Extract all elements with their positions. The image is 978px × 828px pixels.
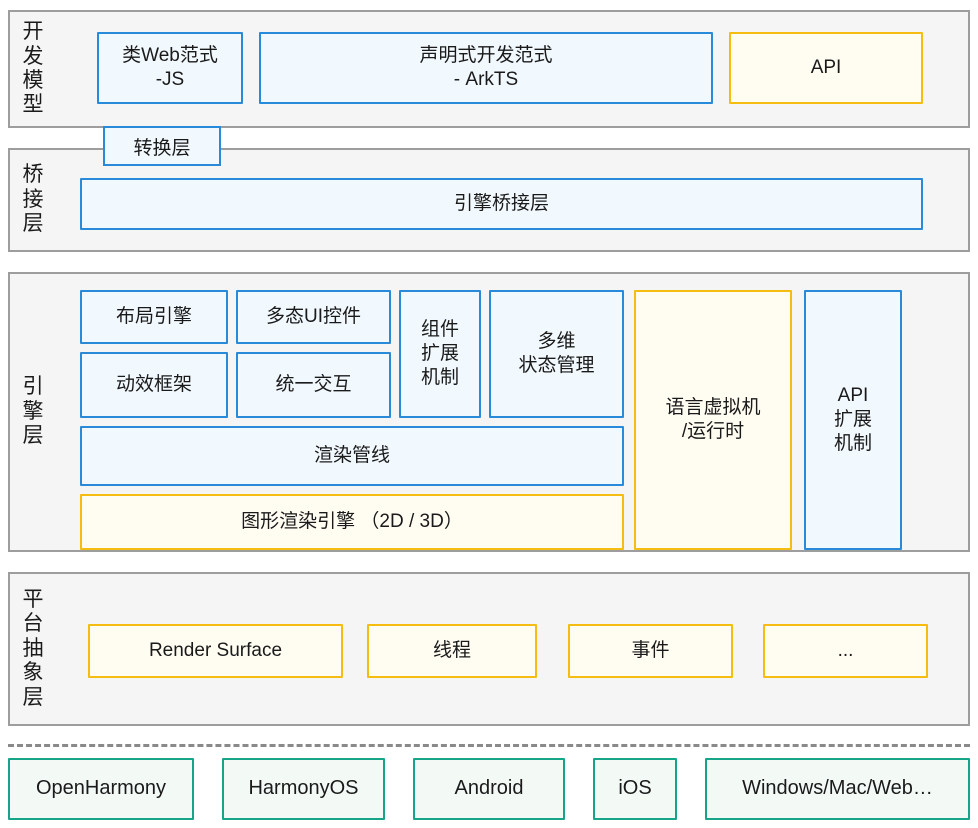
band-engine: 引 擎 层 布局引擎 多态UI控件 组件 扩展 机制 多维 状态管理 动效框架 … — [8, 272, 970, 552]
node-engine-bridge-layer[interactable]: 引擎桥接层 — [80, 178, 923, 230]
node-harmonyos[interactable]: HarmonyOS — [222, 758, 385, 820]
band-label-char: 擎 — [22, 399, 44, 423]
band-label-char: 层 — [22, 424, 44, 448]
band-label-char: 台 — [22, 612, 44, 636]
band-label-char: 引 — [22, 375, 44, 399]
node-language-vm-runtime[interactable]: 语言虚拟机 /运行时 — [634, 290, 792, 550]
band-label-platform-abstraction: 平 台 抽 象 层 — [10, 574, 56, 724]
node-event[interactable]: 事件 — [568, 624, 733, 678]
band-label-char: 型 — [22, 93, 44, 117]
node-thread[interactable]: 线程 — [367, 624, 537, 678]
node-unified-interaction[interactable]: 统一交互 — [236, 352, 391, 418]
node-polymorphic-ui-widgets[interactable]: 多态UI控件 — [236, 290, 391, 344]
band-label-char: 发 — [22, 44, 44, 68]
node-layout-engine[interactable]: 布局引擎 — [80, 290, 228, 344]
band-label-bridge: 桥 接 层 — [10, 150, 56, 250]
band-body-dev-model: 类Web范式 -JS 声明式开发范式 - ArkTS API — [56, 12, 968, 126]
band-label-char: 模 — [22, 69, 44, 92]
band-platform-abstraction: 平 台 抽 象 层 Render Surface 线程 事件 ... — [8, 572, 970, 726]
band-label-engine: 引 擎 层 — [10, 274, 56, 550]
node-render-pipeline[interactable]: 渲染管线 — [80, 426, 624, 486]
band-label-dev-model: 开 发 模 型 — [10, 12, 56, 126]
platform-targets-row: OpenHarmony HarmonyOS Android iOS Window… — [8, 758, 970, 820]
node-android[interactable]: Android — [413, 758, 565, 820]
node-render-surface[interactable]: Render Surface — [88, 624, 343, 678]
node-windows-mac-web[interactable]: Windows/Mac/Web… — [705, 758, 970, 820]
band-body-platform-abstraction: Render Surface 线程 事件 ... — [56, 574, 968, 724]
platform-divider — [8, 744, 970, 747]
node-api-extension-mechanism[interactable]: API 扩展 机制 — [804, 290, 902, 550]
node-openharmony[interactable]: OpenHarmony — [8, 758, 194, 820]
node-multidimensional-state-management[interactable]: 多维 状态管理 — [489, 290, 624, 418]
band-label-char: 抽 — [22, 636, 44, 660]
band-label-char: 层 — [22, 212, 44, 236]
band-dev-model: 开 发 模 型 类Web范式 -JS 声明式开发范式 - ArkTS API — [8, 10, 970, 128]
node-conversion-layer[interactable]: 转换层 — [103, 126, 221, 166]
band-label-char: 层 — [22, 685, 44, 709]
node-ios[interactable]: iOS — [593, 758, 677, 820]
band-bridge: 桥 接 层 引擎桥接层 — [8, 148, 970, 252]
node-web-like-paradigm-js[interactable]: 类Web范式 -JS — [97, 32, 243, 104]
band-label-char: 接 — [22, 187, 44, 211]
node-component-extension-mechanism[interactable]: 组件 扩展 机制 — [399, 290, 481, 418]
band-body-bridge: 引擎桥接层 — [56, 150, 968, 250]
node-animation-framework[interactable]: 动效框架 — [80, 352, 228, 418]
band-label-char: 象 — [22, 661, 44, 685]
node-declarative-paradigm-arkts[interactable]: 声明式开发范式 - ArkTS — [259, 32, 713, 104]
band-label-char: 平 — [22, 588, 44, 612]
band-label-char: 桥 — [22, 163, 44, 187]
band-label-char: 开 — [22, 20, 44, 44]
node-api[interactable]: API — [729, 32, 923, 104]
band-body-engine: 布局引擎 多态UI控件 组件 扩展 机制 多维 状态管理 动效框架 统一交互 渲… — [56, 274, 968, 550]
node-graphics-render-engine[interactable]: 图形渲染引擎 （2D / 3D） — [80, 494, 624, 550]
node-more[interactable]: ... — [763, 624, 928, 678]
